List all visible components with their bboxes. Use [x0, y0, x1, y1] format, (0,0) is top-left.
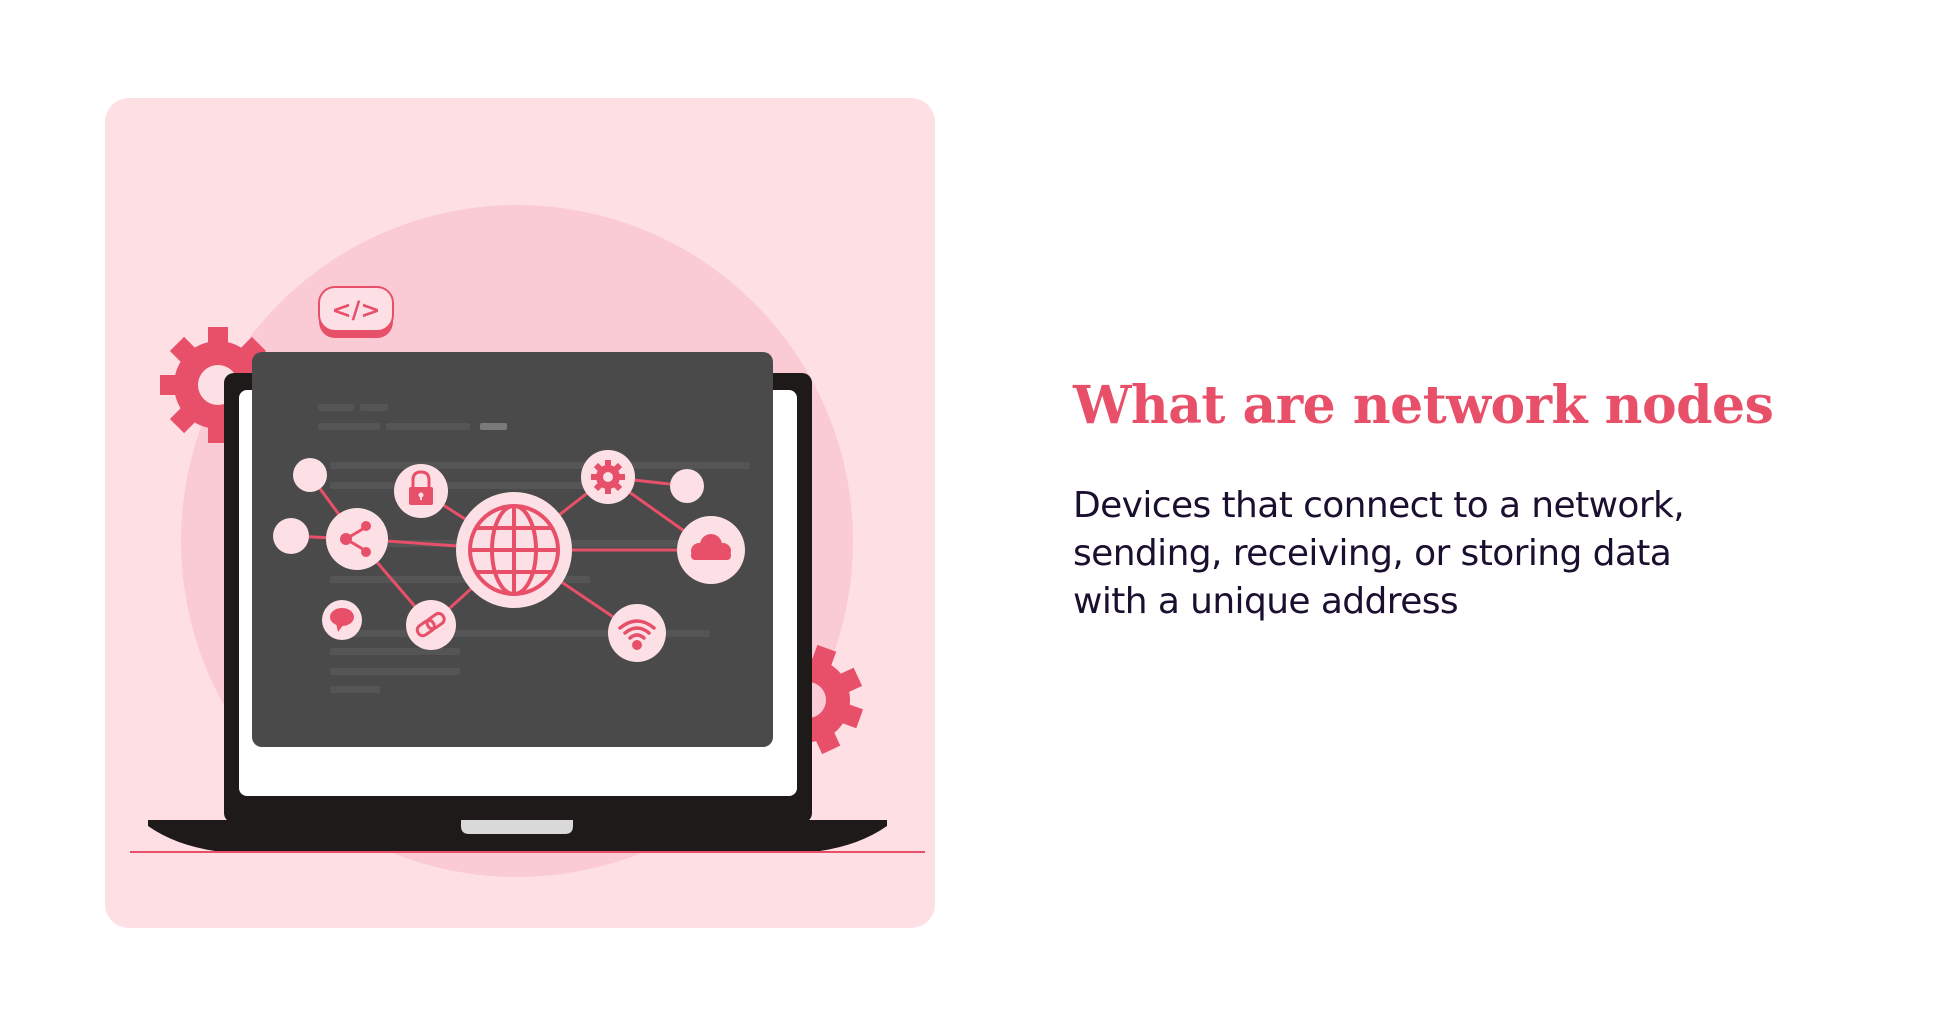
description: Devices that connect to a network, sendi…	[1073, 482, 1873, 626]
description-line-1: Devices that connect to a network,	[1073, 485, 1685, 526]
description-line-2: sending, receiving, or storing data	[1073, 533, 1672, 574]
description-line-3: with a unique address	[1073, 581, 1459, 622]
illustration-card	[105, 98, 935, 928]
page-title: What are network nodes	[1073, 375, 1774, 436]
text-block: What are network nodes Devices that conn…	[1073, 372, 1873, 626]
